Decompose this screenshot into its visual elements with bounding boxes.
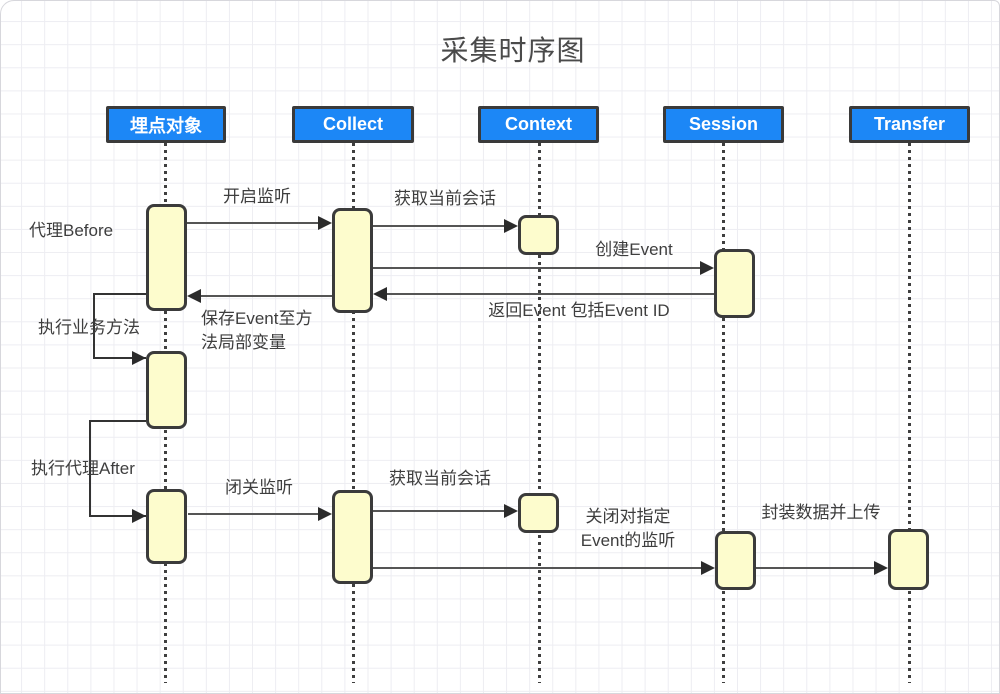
lifeline-session xyxy=(722,143,725,683)
activation-collect-1 xyxy=(332,208,373,313)
label-proxy-before: 代理Before xyxy=(29,221,114,240)
lifeline-transfer xyxy=(908,143,911,683)
msg-start-listen-label: 开启监听 xyxy=(223,187,291,206)
msg-return-event-label: 返回Event 包括Event ID xyxy=(488,301,670,320)
msg-close-event-line xyxy=(373,567,701,569)
label-exec-business: 执行业务方法 xyxy=(38,318,140,337)
msg-close-event-label: 关闭对指定 Event的监听 xyxy=(580,507,676,550)
msg-create-event-label: 创建Event xyxy=(595,240,673,259)
arrowhead-right-icon xyxy=(318,507,332,521)
msg-close-listen-label: 闭关监听 xyxy=(225,478,293,497)
lifeline-header-context: Context xyxy=(478,106,599,143)
arrowhead-right-icon xyxy=(318,216,332,230)
activation-maidian-2 xyxy=(146,351,187,429)
msg-save-event-line xyxy=(201,295,332,297)
arrowhead-right-icon xyxy=(132,351,146,365)
arrowhead-left-icon xyxy=(373,287,387,301)
lifeline-header-transfer: Transfer xyxy=(849,106,970,143)
lifeline-header-collect: Collect xyxy=(292,106,414,143)
msg-upload-line xyxy=(756,567,874,569)
label-exec-after: 执行代理After xyxy=(31,459,135,478)
activation-context-1 xyxy=(518,215,559,255)
activation-collect-2 xyxy=(332,490,373,584)
diagram-title: 采集时序图 xyxy=(440,35,586,66)
arrowhead-right-icon xyxy=(504,504,518,518)
lifeline-header-session: Session xyxy=(663,106,784,143)
msg-upload-label: 封装数据并上传 xyxy=(761,503,881,522)
msg-save-event-label: 保存Event至方 法局部变量 xyxy=(201,309,313,352)
arrowhead-left-icon xyxy=(187,289,201,303)
activation-session-2 xyxy=(715,531,756,590)
msg-start-listen-line xyxy=(187,222,318,224)
msg-close-listen-line xyxy=(188,513,318,515)
lifeline-header-maidian: 埋点对象 xyxy=(106,106,226,143)
msg-get-session1-label: 获取当前会话 xyxy=(394,189,496,208)
lifeline-collect xyxy=(352,143,355,683)
arrowhead-right-icon xyxy=(504,219,518,233)
self-loop-exec-after xyxy=(89,420,146,517)
msg-get-session2-label: 获取当前会话 xyxy=(389,469,491,488)
activation-maidian-3 xyxy=(146,489,187,564)
arrowhead-right-icon xyxy=(701,561,715,575)
activation-transfer-1 xyxy=(888,529,929,590)
activation-context-2 xyxy=(518,493,559,533)
msg-return-event-line xyxy=(387,293,714,295)
activation-session-1 xyxy=(714,249,755,318)
activation-maidian-1 xyxy=(146,204,187,311)
lifeline-context xyxy=(538,143,541,683)
msg-create-event-line xyxy=(373,267,700,269)
msg-get-session1-line xyxy=(373,225,504,227)
msg-get-session2-line xyxy=(373,510,504,512)
arrowhead-right-icon xyxy=(700,261,714,275)
arrowhead-right-icon xyxy=(132,509,146,523)
arrowhead-right-icon xyxy=(874,561,888,575)
self-loop-exec-business xyxy=(93,293,146,359)
